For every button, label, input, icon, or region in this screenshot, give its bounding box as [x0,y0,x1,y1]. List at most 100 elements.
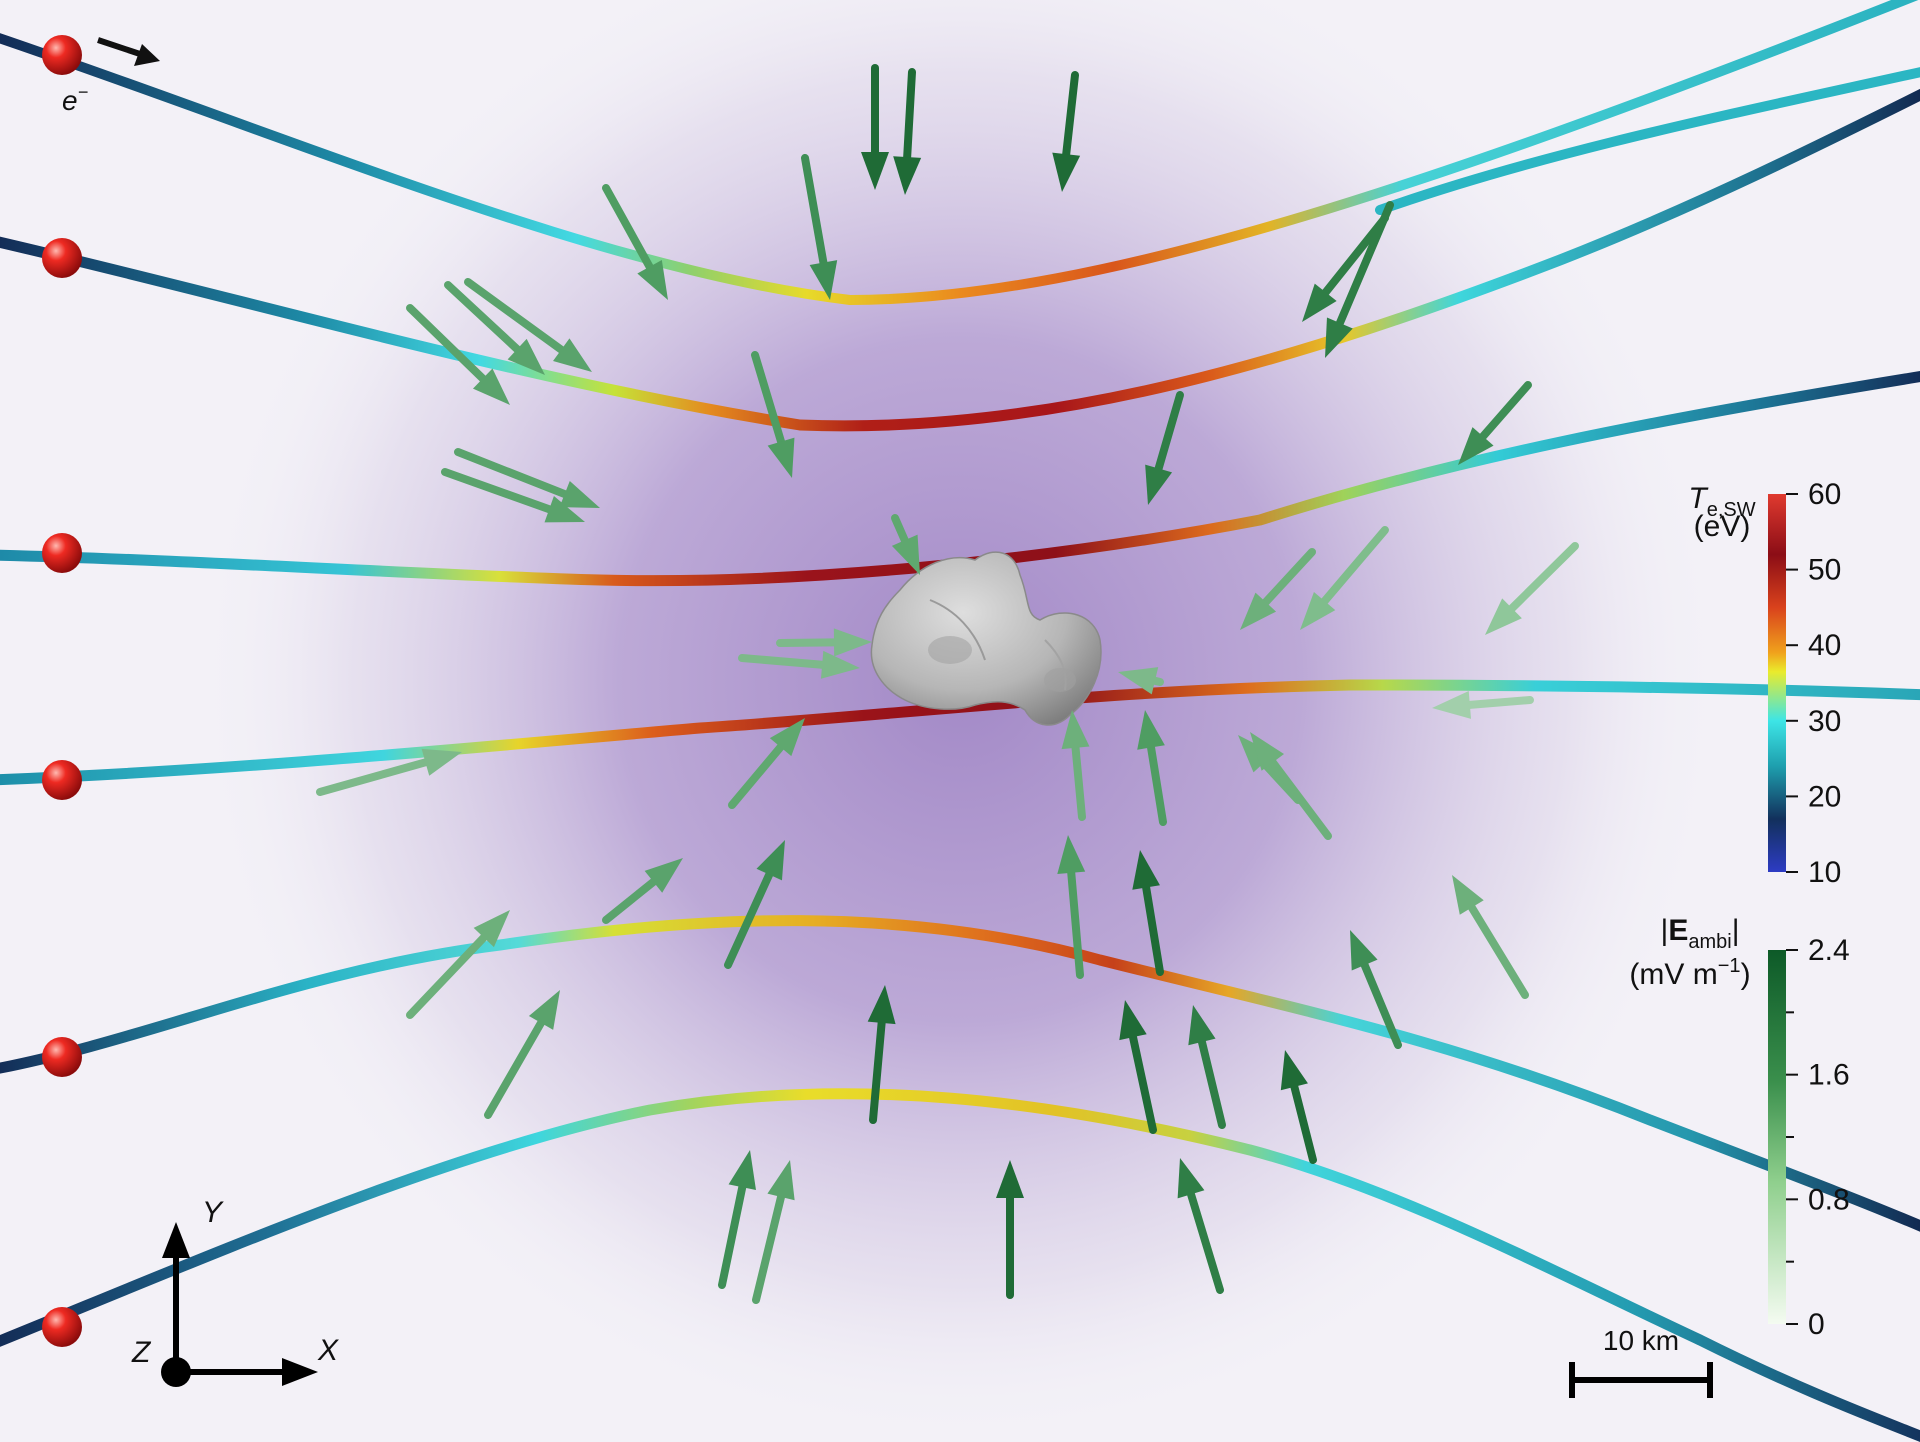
field-arrow-head [637,259,668,300]
field-arrow-head [1325,317,1353,358]
field-arrow-head [1132,850,1160,890]
field-arrow [484,990,560,1119]
field-arrow [1350,930,1402,1049]
field-arrow-head [820,650,860,679]
field-arrow-head [1238,735,1275,773]
field-arrow-shaft [1508,542,1579,613]
field-arrow [861,64,889,190]
field-arrow-head [1280,1050,1308,1091]
field-arrow-head [1057,835,1086,875]
temperature-tick-label: 10 [1808,856,1841,889]
field-arrow [454,448,600,508]
field-arrow-shaft [1335,201,1394,328]
field-arrow [602,184,668,300]
field-arrow-head [559,481,600,508]
field-arrow [1137,710,1167,826]
scale-bar [1569,1362,1713,1398]
temperature-tick-label: 60 [1808,478,1841,511]
trajectory-1b [1375,67,1920,215]
field-arrow [1300,526,1389,630]
field-arrow [316,748,462,796]
field-arrow-head [528,990,560,1030]
field-arrow [406,910,510,1019]
field-arrow-head [1177,1158,1205,1199]
field-arrow-head [809,260,838,300]
field-arrow-head [644,858,683,893]
trajectory-2 [0,88,1920,432]
field-arrow [776,628,872,657]
field-title: |Eambi| [1661,914,1740,953]
field-arrow-shaft [406,304,487,383]
field-arrow-shaft [869,1018,886,1124]
field-arrow-shaft [602,184,654,271]
field-arrow-head [1300,591,1336,630]
electron-marker [42,533,82,573]
field-arrow-head [473,910,510,948]
field-arrow [406,304,510,405]
field-arrow-shaft [406,933,488,1019]
temperature-title: Te,SW [1688,482,1755,521]
field-arrow-shaft [484,1018,546,1119]
field-arrow-head [472,368,510,405]
field-arrow-shaft [316,758,430,796]
field-arrow-head [1432,690,1472,719]
field-arrow-shaft [1147,743,1167,826]
field-arrow [1145,391,1184,505]
field-tick-label: 1.6 [1808,1059,1850,1092]
electron-marker [42,1307,82,1347]
field-arrow [444,281,545,375]
field-arrow-head [728,1150,756,1191]
field-arrow-head [767,1160,795,1201]
field-arrow-shaft [1465,696,1534,709]
field-arrow-head [1118,667,1159,695]
field-arrow [1250,732,1332,840]
field-arrow [1188,1005,1226,1129]
field-arrow-head [421,748,462,776]
field-arrow-shaft [1142,883,1164,976]
field-arrow-shaft [1479,381,1532,441]
ambipolar-field-arrows [316,64,1579,1304]
field-arrow [464,278,592,372]
field-arrow [738,650,860,679]
field-arrow-head [1250,732,1284,771]
field-arrow-head [996,1160,1024,1198]
scale-bar-label: 10 km [1603,1325,1679,1356]
electron-marker [42,238,82,278]
field-arrow-shaft [718,1183,747,1289]
field-arrow-shaft [1320,526,1389,606]
field-arrow-head [1137,710,1165,750]
field-arrow [891,514,920,575]
field-arrow-head [756,840,785,881]
field-arrow-head [893,156,922,195]
field-arrow [893,68,922,195]
field-arrow [751,351,795,478]
field-arrow-shaft [1268,758,1332,840]
field-ticks: 2.41.60.80 [1786,934,1850,1341]
field-arrow [1132,850,1164,976]
field-arrow [1485,542,1579,635]
field-arrow [718,1150,756,1289]
field-arrow [1057,835,1086,979]
field-arrow-head [891,534,920,575]
field-arrow [1118,667,1164,695]
field-arrow-shaft [602,877,658,924]
field-arrow-shaft [454,448,569,499]
field-arrow [1052,71,1081,192]
field-arrow-shaft [801,154,828,267]
field-arrow-head [861,152,889,190]
temperature-tick-label: 50 [1808,554,1841,587]
field-arrow-head [1240,592,1277,630]
field-arrow-shaft [1290,1082,1317,1164]
field-arrow [1280,1050,1317,1164]
field-arrow [1177,1158,1224,1294]
field-tick-label: 2.4 [1808,934,1850,967]
field-arrow-shaft [903,68,916,162]
electron-label: e− [62,82,88,116]
field-arrow-shaft [1154,391,1184,473]
field-arrow-shaft [1067,868,1084,979]
field-arrow-shaft [1197,1037,1226,1129]
field-arrow-shaft [724,870,774,969]
field-arrow-head [767,437,795,478]
